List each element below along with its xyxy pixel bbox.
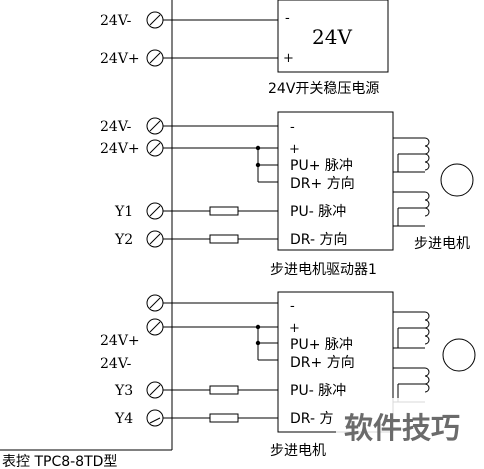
terminal-label-y4: Y4 (114, 411, 133, 427)
terminal-label-y3: Y3 (114, 383, 133, 399)
driver2-plus-label: + (289, 321, 300, 336)
junction-dots (255, 145, 261, 346)
terminal-label-y2: Y2 (114, 232, 133, 248)
psu-caption: 24V开关稳压电源 (268, 81, 379, 97)
psu-voltage-label: 24V (312, 25, 352, 49)
psu-plus-label: + (283, 51, 294, 66)
driver1-dr-plus-label: DR+ 方向 (290, 176, 355, 192)
motor2-symbol (442, 338, 476, 372)
driver1-caption: 步进电机驱动器1 (270, 262, 377, 278)
driver2-dr-minus-label: DR- 方 (290, 411, 333, 427)
terminal-label-y1: Y1 (114, 204, 133, 220)
resistor-y3 (209, 385, 239, 395)
driver1-plus-label: + (289, 142, 300, 157)
terminal-label-24v-plus-d1: 24V+ (100, 141, 140, 157)
watermark-backdrop (336, 398, 482, 448)
watermark-text: 软件技巧 (344, 411, 460, 445)
driver1-motor-coils (393, 137, 430, 227)
driver2-pu-plus-label: PU+ 脉冲 (290, 337, 353, 353)
driver1-box (277, 111, 394, 251)
driver1-dr-minus-label: DR- 方向 (290, 232, 347, 248)
driver2-box (277, 291, 394, 433)
terminal-label-24v-minus-d1: 24V- (100, 119, 132, 135)
controller-caption: 表控 TPC8-8TD型 (2, 454, 117, 469)
power-supply-box (277, 0, 389, 73)
driver1-pu-minus-label: PU- 脉冲 (290, 204, 346, 220)
controller-terminals (146, 11, 164, 427)
psu-minus-label: - (285, 10, 290, 26)
driver1-minus-label: - (290, 119, 295, 135)
driver2-motor-coils (393, 311, 430, 403)
motor1-caption: 步进电机 (414, 236, 470, 252)
terminal-label-24v-plus-d2: 24V+ (100, 333, 140, 349)
driver2-dr-plus-label: DR+ 方向 (290, 355, 355, 371)
terminal-label-24v-minus-top: 24V- (100, 13, 132, 29)
resistor-y2 (209, 234, 239, 244)
resistor-y4 (209, 413, 239, 423)
terminal-label-24v-plus-top: 24V+ (100, 51, 140, 67)
terminal-label-24v-minus-d2: 24V- (100, 356, 132, 372)
driver2-pu-minus-label: PU- 脉冲 (290, 383, 346, 399)
resistor-y1 (209, 206, 239, 216)
driver2-caption: 步进电机 (270, 443, 326, 459)
driver2-minus-label: - (290, 298, 295, 314)
driver1-pu-plus-label: PU+ 脉冲 (290, 158, 353, 174)
motor1-symbol (440, 163, 474, 197)
